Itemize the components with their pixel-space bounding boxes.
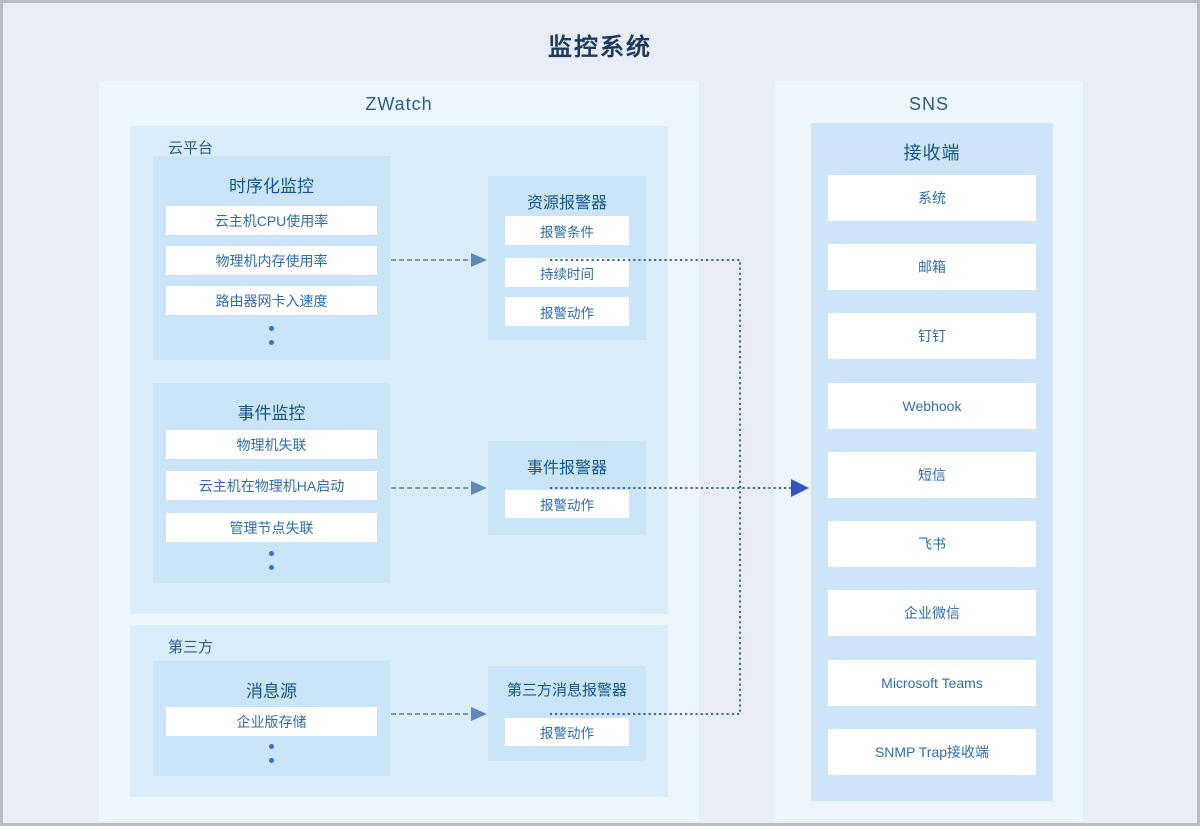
alarm-item: 报警条件 [505, 216, 629, 245]
dot [269, 758, 274, 763]
receiver-item: 短信 [828, 452, 1036, 498]
dot [269, 326, 274, 331]
receiver-item: SNMP Trap接收端 [828, 729, 1036, 775]
dot [269, 340, 274, 345]
dot [269, 565, 274, 570]
cloud-platform-label: 云平台 [168, 140, 214, 157]
receiver-item: 企业微信 [828, 590, 1036, 636]
timeseries-monitor-title: 时序化监控 [229, 177, 314, 196]
event-item: 物理机失联 [166, 430, 377, 459]
vertical-ellipsis [153, 551, 390, 570]
event-item: 云主机在物理机HA启动 [166, 471, 377, 500]
event-alarm-title: 事件报警器 [526, 460, 607, 477]
event-monitor-group: 事件监控 物理机失联 云主机在物理机HA启动 管理节点失联 [153, 383, 390, 583]
vertical-ellipsis [153, 744, 390, 763]
dot [269, 744, 274, 749]
source-item: 企业版存储 [166, 707, 377, 736]
metric-item: 路由器网卡入速度 [166, 286, 377, 315]
metric-item: 物理机内存使用率 [166, 246, 377, 275]
receiver-item: 邮箱 [828, 244, 1036, 290]
alarm-item: 报警动作 [505, 718, 629, 746]
receiver-panel: 接收端 系统 邮箱 钉钉 Webhook 短信 飞书 企业微信 Microsof… [811, 123, 1053, 801]
third-party-alarm-group: 第三方消息报警器 报警动作 [488, 666, 646, 761]
zwatch-panel: ZWatch 云平台 时序化监控 云主机CPU使用率 物理机内存使用率 路由器网… [99, 81, 699, 821]
vertical-ellipsis [153, 326, 390, 345]
receiver-item: Microsoft Teams [828, 660, 1036, 706]
event-item: 管理节点失联 [166, 513, 377, 542]
third-party-label: 第三方 [168, 639, 214, 656]
receiver-item: 系统 [828, 175, 1036, 221]
receiver-item: 钉钉 [828, 313, 1036, 359]
alarm-item: 持续时间 [505, 258, 629, 287]
timeseries-monitor-group: 时序化监控 云主机CPU使用率 物理机内存使用率 路由器网卡入速度 [153, 156, 390, 360]
resource-alarm-title: 资源报警器 [526, 195, 607, 212]
alarm-item: 报警动作 [505, 297, 629, 326]
receiver-item: Webhook [828, 383, 1036, 429]
sns-label: SNS [908, 94, 949, 114]
metric-item: 云主机CPU使用率 [166, 206, 377, 235]
dot [269, 551, 274, 556]
message-source-title: 消息源 [246, 682, 297, 701]
sns-panel: SNS 接收端 系统 邮箱 钉钉 Webhook 短信 飞书 企业微信 Micr… [775, 81, 1083, 821]
diagram-title: 监控系统 [548, 34, 652, 61]
zwatch-label: ZWatch [365, 94, 433, 114]
third-party-alarm-title: 第三方消息报警器 [506, 682, 627, 699]
receiver-item: 飞书 [828, 521, 1036, 567]
resource-alarm-group: 资源报警器 报警条件 持续时间 报警动作 [488, 176, 646, 340]
event-alarm-group: 事件报警器 报警动作 [488, 441, 646, 535]
alarm-item: 报警动作 [505, 490, 629, 518]
event-monitor-title: 事件监控 [237, 404, 306, 423]
receiver-label: 接收端 [903, 143, 961, 163]
message-source-group: 消息源 企业版存储 [153, 661, 390, 776]
